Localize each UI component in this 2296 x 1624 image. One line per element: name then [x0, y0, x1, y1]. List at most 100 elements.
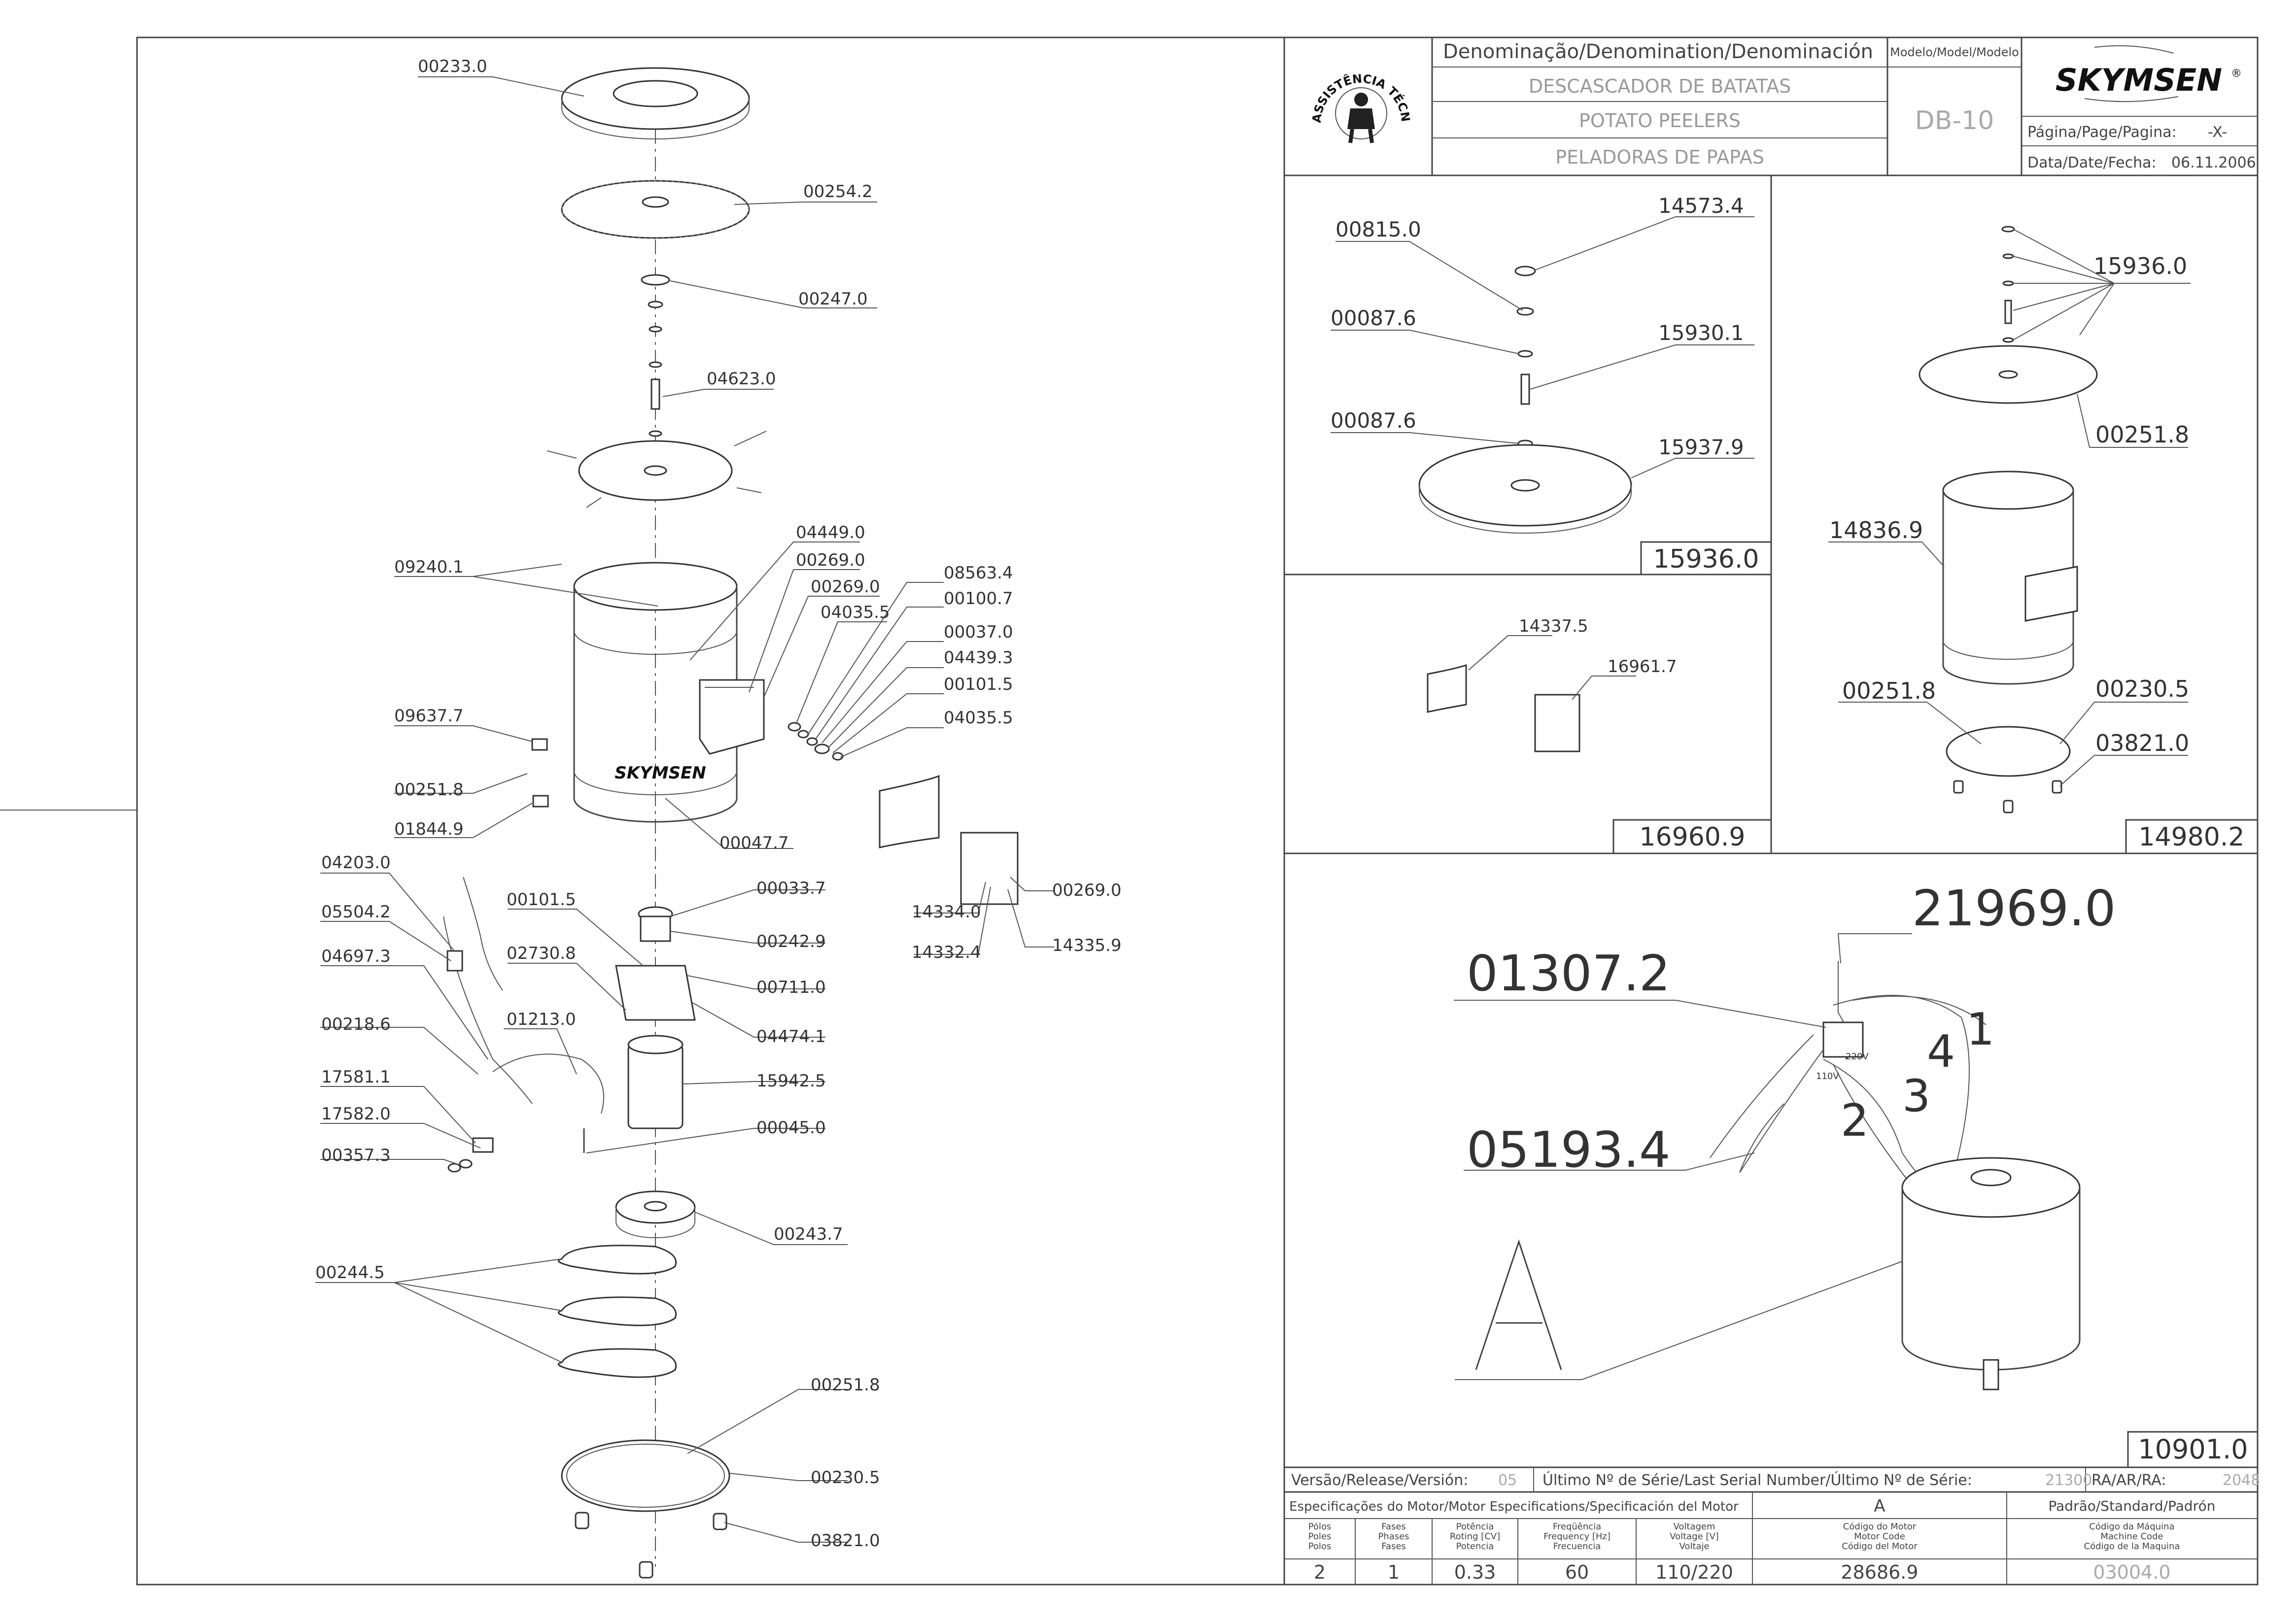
- part-label: 04035.5: [944, 708, 1013, 728]
- part-label: 14337.5: [1519, 616, 1588, 636]
- belt: [557, 1245, 677, 1275]
- part-label: 00037.0: [944, 622, 1013, 642]
- svg-text:Frecuencia: Frecuencia: [1553, 1541, 1601, 1552]
- main-labels: 00233.0 00254.2 00247.0 04623.0 09240.1 …: [315, 57, 1122, 1551]
- page-value: -X-: [2208, 124, 2227, 141]
- part-label: 01307.2: [1467, 945, 1671, 1002]
- svg-text:Potencia: Potencia: [1456, 1541, 1494, 1552]
- part-label: 00047.7: [720, 833, 789, 853]
- assembly-code: 14980.2: [2138, 822, 2244, 852]
- part-label: 00218.6: [321, 1015, 391, 1034]
- part-label: 01844.9: [394, 819, 464, 839]
- wire-number: 2: [1841, 1095, 1869, 1147]
- svg-text:®: ®: [2231, 68, 2242, 80]
- part-label: 00045.0: [756, 1118, 826, 1138]
- name-es: PELADORAS DE PAPAS: [1555, 146, 1764, 168]
- svg-text:Machine Code: Machine Code: [2100, 1531, 2163, 1542]
- svg-text:Polos: Polos: [1308, 1541, 1332, 1552]
- part-label: 17581.1: [321, 1067, 391, 1087]
- part-label: 04035.5: [821, 603, 890, 622]
- svg-text:Roting [CV]: Roting [CV]: [1450, 1531, 1500, 1542]
- sheet-frame: [136, 36, 2259, 1586]
- part-label: 00242.9: [756, 932, 826, 951]
- part-label: 16961.7: [1608, 657, 1677, 677]
- part-label: 14332.4: [912, 943, 981, 962]
- part-label: 00101.5: [944, 675, 1013, 694]
- part-label: 15942.5: [756, 1071, 826, 1091]
- date-label: Data/Date/Fecha:: [2027, 154, 2157, 171]
- motor-code-value: 28686.9: [1841, 1561, 1918, 1583]
- part-label: 00233.0: [418, 57, 487, 76]
- drum-brand-mark: SKYMSEN: [615, 763, 706, 783]
- wire-number: 3: [1902, 1070, 1930, 1122]
- discharge-spout: [699, 679, 765, 755]
- spec-label: Especificações do Motor/Motor Especifica…: [1289, 1499, 1739, 1514]
- ra-label: RA/AR/RA:: [2091, 1472, 2166, 1489]
- part-label: 00711.0: [756, 978, 826, 997]
- peeler-drum: [573, 562, 738, 611]
- version-value: 05: [1498, 1472, 1517, 1489]
- assembly-code: 16960.9: [1639, 822, 1745, 852]
- part-label: 14836.9: [1829, 517, 1923, 543]
- panel-16960: 14337.5 16961.7 16960.9: [1427, 616, 1772, 854]
- part-label: 09637.7: [394, 706, 464, 726]
- part-label: 00254.2: [803, 182, 873, 202]
- svg-text:SKYMSEN: SKYMSEN: [2056, 62, 2222, 98]
- part-label: 02730.8: [507, 944, 576, 963]
- part-label: 14573.4: [1658, 194, 1744, 218]
- part-label: 00251.8: [1842, 677, 1936, 704]
- part-label: 00100.7: [944, 589, 1013, 609]
- assembly-code: 10901.0: [2138, 1434, 2248, 1465]
- shield-plate: [879, 775, 940, 848]
- motor: [627, 1044, 684, 1129]
- part-label: 00101.5: [507, 890, 576, 910]
- part-label: 04449.0: [796, 523, 865, 542]
- part-label: 00230.5: [811, 1468, 880, 1488]
- part-label: 00251.8: [2095, 421, 2189, 448]
- svg-text:Código da Máquina: Código da Máquina: [2089, 1522, 2174, 1532]
- part-label: 00230.5: [2095, 676, 2189, 702]
- motor-body: [1901, 1157, 2081, 1218]
- voltage-mark: 110V: [1816, 1071, 1839, 1082]
- part-label: 14335.9: [1052, 936, 1122, 955]
- part-label: 15930.1: [1658, 321, 1744, 345]
- part-label: 00087.6: [1331, 408, 1416, 433]
- part-label: 00815.0: [1336, 217, 1421, 241]
- part-label: 00269.0: [1052, 880, 1122, 900]
- main-exploded-view: SKYMSEN: [443, 67, 1019, 1579]
- footer-table: Versão/Release/Versión: 05 Último Nº de …: [1283, 1466, 2260, 1585]
- svg-text:Fases: Fases: [1381, 1541, 1406, 1552]
- part-label: 01213.0: [507, 1010, 576, 1029]
- denomination-header: Denominação/Denomination/Denominación: [1443, 40, 1873, 63]
- part-label: 00033.7: [756, 879, 826, 898]
- phases-value: 1: [1388, 1561, 1400, 1583]
- part-label: 00247.0: [798, 289, 868, 309]
- part-label: 15937.9: [1658, 435, 1744, 459]
- date-value: 06.11.2006: [2171, 154, 2256, 171]
- part-label: 00251.8: [811, 1375, 880, 1395]
- voltage-mark: 220V: [1846, 1051, 1869, 1062]
- part-label: 00244.5: [315, 1263, 385, 1283]
- svg-text:Phases: Phases: [1378, 1531, 1409, 1542]
- part-label: 00251.8: [394, 780, 464, 800]
- svg-text:Voltaje: Voltaje: [1679, 1541, 1709, 1552]
- name-en: POTATO PEELERS: [1579, 110, 1741, 132]
- wire-number: 4: [1927, 1026, 1955, 1078]
- voltage-value: 110/220: [1655, 1561, 1733, 1583]
- part-label: 03821.0: [811, 1531, 880, 1551]
- wire-number: 1: [1966, 1004, 1994, 1055]
- page-label: Página/Page/Pagina:: [2027, 124, 2177, 141]
- panel-motor: 220V 110V 1 4 3 2 21969.0 01307.2 05193.…: [1454, 880, 2259, 1468]
- model-header: Modelo/Model/Modelo: [1890, 45, 2019, 59]
- svg-text:Voltage [V]: Voltage [V]: [1670, 1531, 1719, 1542]
- part-label: 04623.0: [707, 369, 776, 389]
- part-label: 08563.4: [944, 563, 1013, 583]
- part-label: 04439.3: [944, 648, 1013, 668]
- base-ring: [561, 1439, 730, 1512]
- part-label: 21969.0: [1912, 880, 2116, 937]
- part-label: 00087.6: [1331, 306, 1416, 330]
- drum-door: [960, 832, 1019, 905]
- standard-label: Padrão/Standard/Padrón: [2049, 1498, 2216, 1514]
- ra-value: 2048: [2223, 1472, 2260, 1489]
